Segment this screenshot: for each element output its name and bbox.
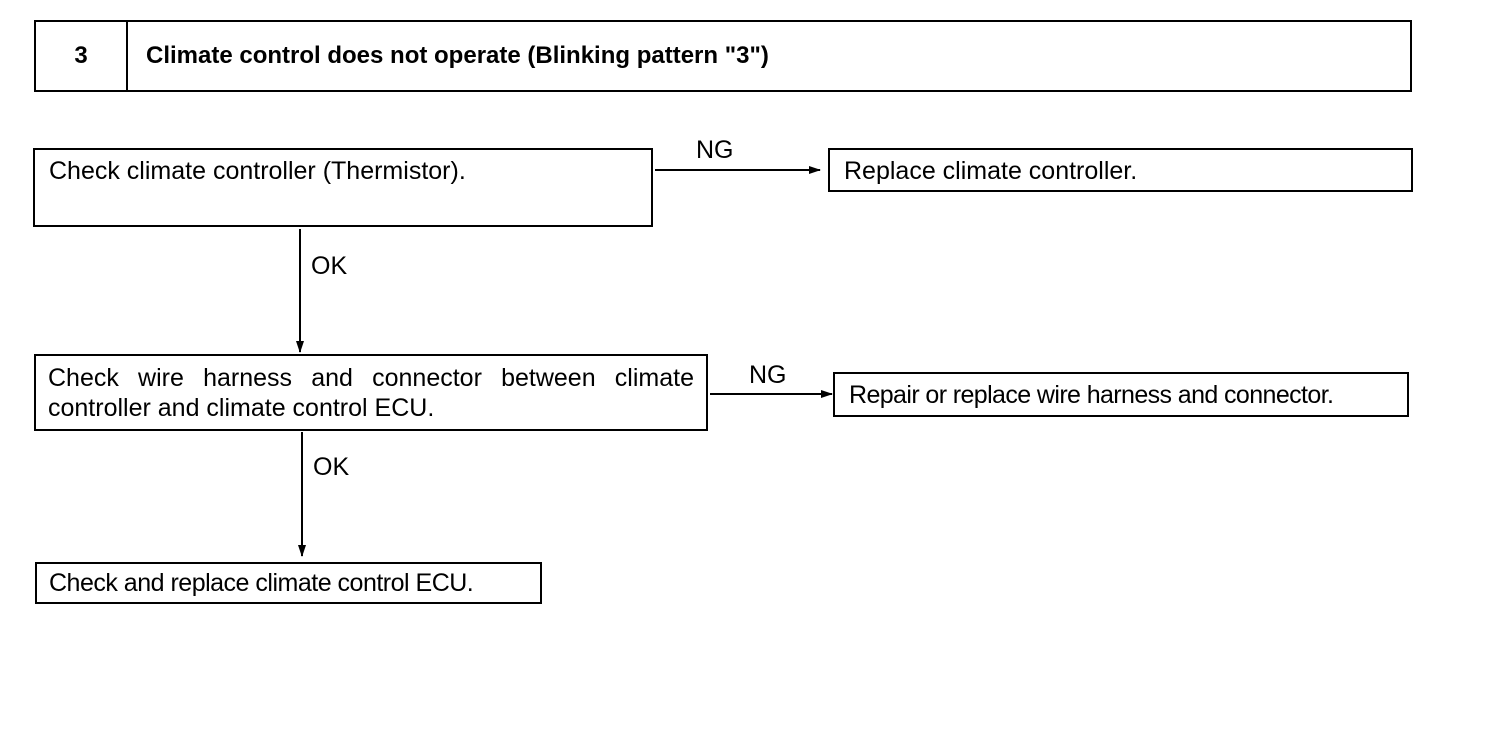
step-check-ecu-text: Check and replace climate control ECU.	[49, 569, 474, 597]
section-header: 3 Climate control does not operate (Blin…	[34, 20, 1412, 92]
label-ok-1: OK	[311, 252, 348, 280]
step-repair-harness-text: Repair or replace wire harness and conne…	[849, 381, 1334, 409]
label-ok-2: OK	[313, 453, 350, 481]
step-check-harness-text: Check wire harness and connector between…	[48, 364, 694, 422]
step-repair-harness: Repair or replace wire harness and conne…	[833, 372, 1409, 417]
label-ng-1: NG	[696, 136, 734, 164]
step-replace-controller-text: Replace climate controller.	[844, 157, 1138, 185]
step-check-ecu: Check and replace climate control ECU.	[35, 562, 542, 604]
step-check-harness: Check wire harness and connector between…	[34, 354, 708, 431]
step-replace-controller: Replace climate controller.	[828, 148, 1413, 192]
step-check-controller: Check climate controller (Thermistor).	[33, 148, 653, 227]
section-number: 3	[36, 22, 128, 90]
label-ng-2: NG	[749, 361, 787, 389]
section-title: Climate control does not operate (Blinki…	[146, 42, 769, 69]
step-check-controller-text: Check climate controller (Thermistor).	[49, 157, 466, 185]
